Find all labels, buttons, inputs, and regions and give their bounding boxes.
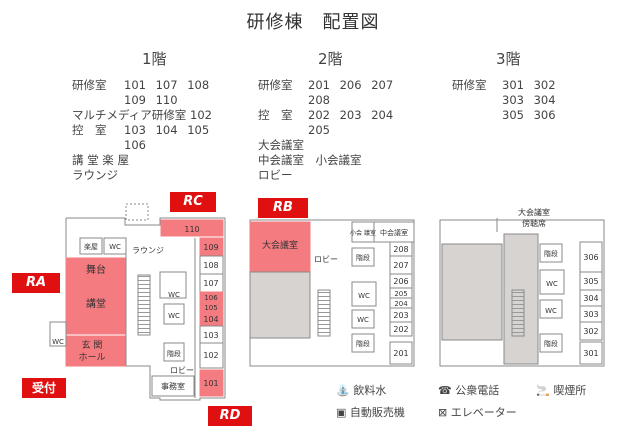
label-shokaigi: 小会 議室 [350,229,376,237]
label-204: 204 [394,300,408,308]
label-108: 108 [203,261,218,270]
label-kaidan3: 階段 [544,249,558,258]
label-bochoseki2: 傍聴席 [522,218,546,228]
label-wc-left: WC [52,338,64,346]
floor2-map [249,219,415,367]
label-305: 305 [583,277,598,286]
room-2f-gray [249,271,311,339]
legend-elevator: ⊠ エレベーター [438,406,517,419]
label-109: 109 [203,243,218,252]
legend-phone: ☎ 公衆電話 [438,384,500,397]
elevator-icon: ⊠ [438,406,448,419]
legend-smoking: 🚬 喫煙所 [536,384,587,397]
page-title: 研修棟 配置図 [246,12,380,33]
room-101 [199,369,224,397]
room-3f-gray-b [503,233,539,365]
label-lobby1: ロビー [170,366,194,375]
label-302: 302 [583,327,598,336]
label-206: 206 [393,277,408,286]
label-110: 110 [184,225,199,234]
label-genkan2: ホール [78,352,105,363]
label-wc2f-b: WC [357,316,369,324]
label-jimu: 事務室 [161,381,185,391]
legend-vending: ▣ 自動販売機 [336,406,405,419]
label-kaidan3b: 階段 [544,339,558,348]
label-kaidan2b: 階段 [356,339,370,348]
room-110 [160,219,224,237]
label-304: 304 [583,294,598,303]
label-103: 103 [203,331,218,340]
label-301: 301 [583,349,598,358]
label-wc3f: WC [546,280,558,288]
label-kaidan1: 階段 [167,349,181,358]
label-wc3f-b: WC [545,307,557,315]
floor-heading-1: 1階 [142,50,167,68]
label-205: 205 [394,290,407,298]
label-202: 202 [393,325,408,334]
room-gakuya [79,237,103,255]
drinking-water-icon: ⛲ [336,384,350,397]
badge-rd: RD [208,406,252,426]
label-kodo: 講堂 [86,297,106,310]
label-butai: 舞台 [86,263,106,276]
label-kaidan2: 階段 [356,253,370,262]
floor1-map [49,203,226,401]
label-101: 101 [203,379,218,388]
smoking-icon: 🚬 [536,384,550,397]
legend-water: ⛲ 飲料水 [336,384,387,397]
floor3-map [439,218,605,367]
room-kodo [65,279,127,335]
label-gakuya: 楽屋 [84,242,98,251]
badge-rc: RC [170,192,216,212]
label-lobby2: ロビー [314,255,338,264]
label-207: 207 [393,261,408,270]
label-303: 303 [583,310,598,319]
label-201: 201 [393,349,408,358]
label-lounge: ラウンジ [132,246,164,255]
room-genkan [65,335,127,367]
room-3f-gray-a [441,243,503,341]
label-daikaigi: 大会議室 [262,239,298,251]
badge-rb: RB [258,198,308,218]
label-105: 105 [204,304,217,312]
label-chukaigi: 中会議室 [380,228,408,237]
label-102: 102 [203,351,218,360]
label-106: 106 [204,294,218,302]
label-107: 107 [203,279,218,288]
label-wc2f: WC [358,292,370,300]
label-203: 203 [393,311,408,320]
floor-heading-3: 3階 [496,50,521,68]
label-genkan1: 玄 関 [82,339,103,351]
label-208: 208 [393,245,408,254]
label-104: 104 [203,315,218,324]
label-wc1: WC [109,243,121,251]
label-306: 306 [583,253,598,262]
badge-reception: 受付 [22,378,66,398]
room-102 [199,342,224,369]
badge-ra: RA [12,273,60,293]
label-wc2: WC [168,291,180,299]
label-bochoseki1: 大会議室 [518,207,550,217]
vending-machine-icon: ▣ [336,406,347,419]
label-wc3: WC [168,312,180,320]
floor-heading-2: 2階 [318,50,343,68]
phone-icon: ☎ [438,384,452,397]
